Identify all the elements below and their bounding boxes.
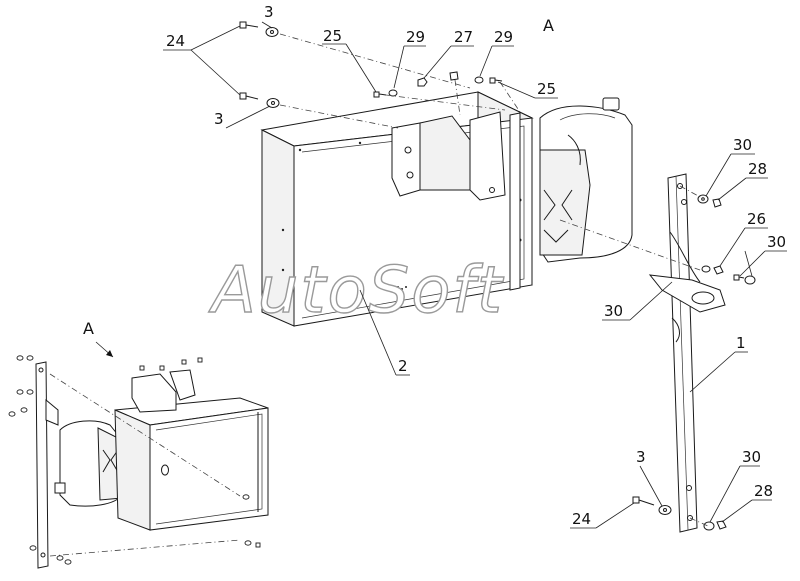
callout-3-bottom: 3 (636, 448, 646, 466)
view-a-inset (8, 341, 269, 569)
callout-24-bottom: 24 (572, 510, 591, 528)
expansion-tank (539, 97, 633, 263)
callout-30-upper: 30 (733, 136, 752, 154)
callout-24-top: 24 (166, 32, 185, 50)
assembly-axes (279, 33, 709, 527)
mounting-bracket (648, 173, 726, 533)
view-arrow-label: A (83, 319, 94, 338)
callout-30-left: 30 (604, 302, 623, 320)
callout-30-bottom: 30 (742, 448, 761, 466)
callout-29-left: 29 (406, 28, 425, 46)
callout-29-right: 29 (494, 28, 513, 46)
fasteners (239, 21, 756, 531)
callout-leaders (163, 21, 787, 529)
callout-27: 27 (454, 28, 473, 46)
callout-28-bottom: 28 (754, 482, 773, 500)
radiator-assembly (260, 91, 534, 327)
watermark-text: AutoSoft (208, 254, 505, 328)
callout-numbers: 24 3 3 25 29 27 29 25 30 28 26 30 30 2 1… (166, 3, 786, 528)
callout-2: 2 (398, 357, 408, 375)
callout-25-left: 25 (323, 27, 342, 45)
callout-1: 1 (736, 334, 746, 352)
callout-28-upper: 28 (748, 160, 767, 178)
callout-26: 26 (747, 210, 766, 228)
callout-3-top: 3 (264, 3, 274, 21)
view-label: A (543, 16, 554, 35)
callout-30-right: 30 (767, 233, 786, 251)
callout-25-right: 25 (537, 80, 556, 98)
callout-3-mid: 3 (214, 110, 224, 128)
